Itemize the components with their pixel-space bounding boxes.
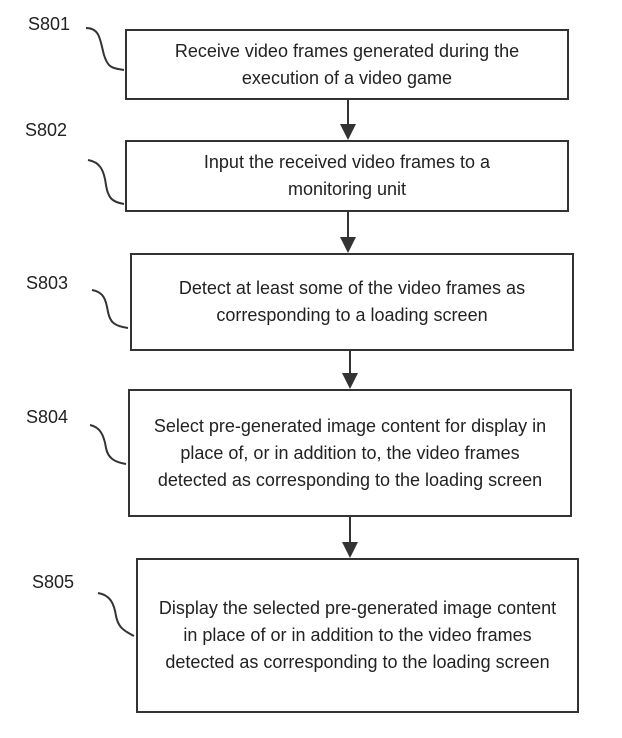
step-box-s803: Detect at least some of the video frames… — [130, 253, 574, 351]
step-box-s805: Display the selected pre-generated image… — [136, 558, 579, 713]
leader-s805 — [97, 592, 135, 637]
step-box-s804: Select pre-generated image content for d… — [128, 389, 572, 517]
step-label-s801: S801 — [28, 14, 71, 34]
step-box-s802: Input the received video frames to a mon… — [125, 140, 569, 212]
leader-s802 — [87, 159, 125, 205]
leader-s801 — [85, 27, 125, 71]
step-label-s802: S802 — [25, 120, 68, 140]
step-label-s805: S805 — [32, 572, 75, 592]
step-box-s801: Receive video frames generated during th… — [125, 29, 569, 100]
leader-s804 — [89, 424, 127, 465]
leader-s803 — [91, 289, 129, 329]
step-label-s804: S804 — [26, 407, 69, 427]
step-label-s803: S803 — [26, 273, 69, 293]
